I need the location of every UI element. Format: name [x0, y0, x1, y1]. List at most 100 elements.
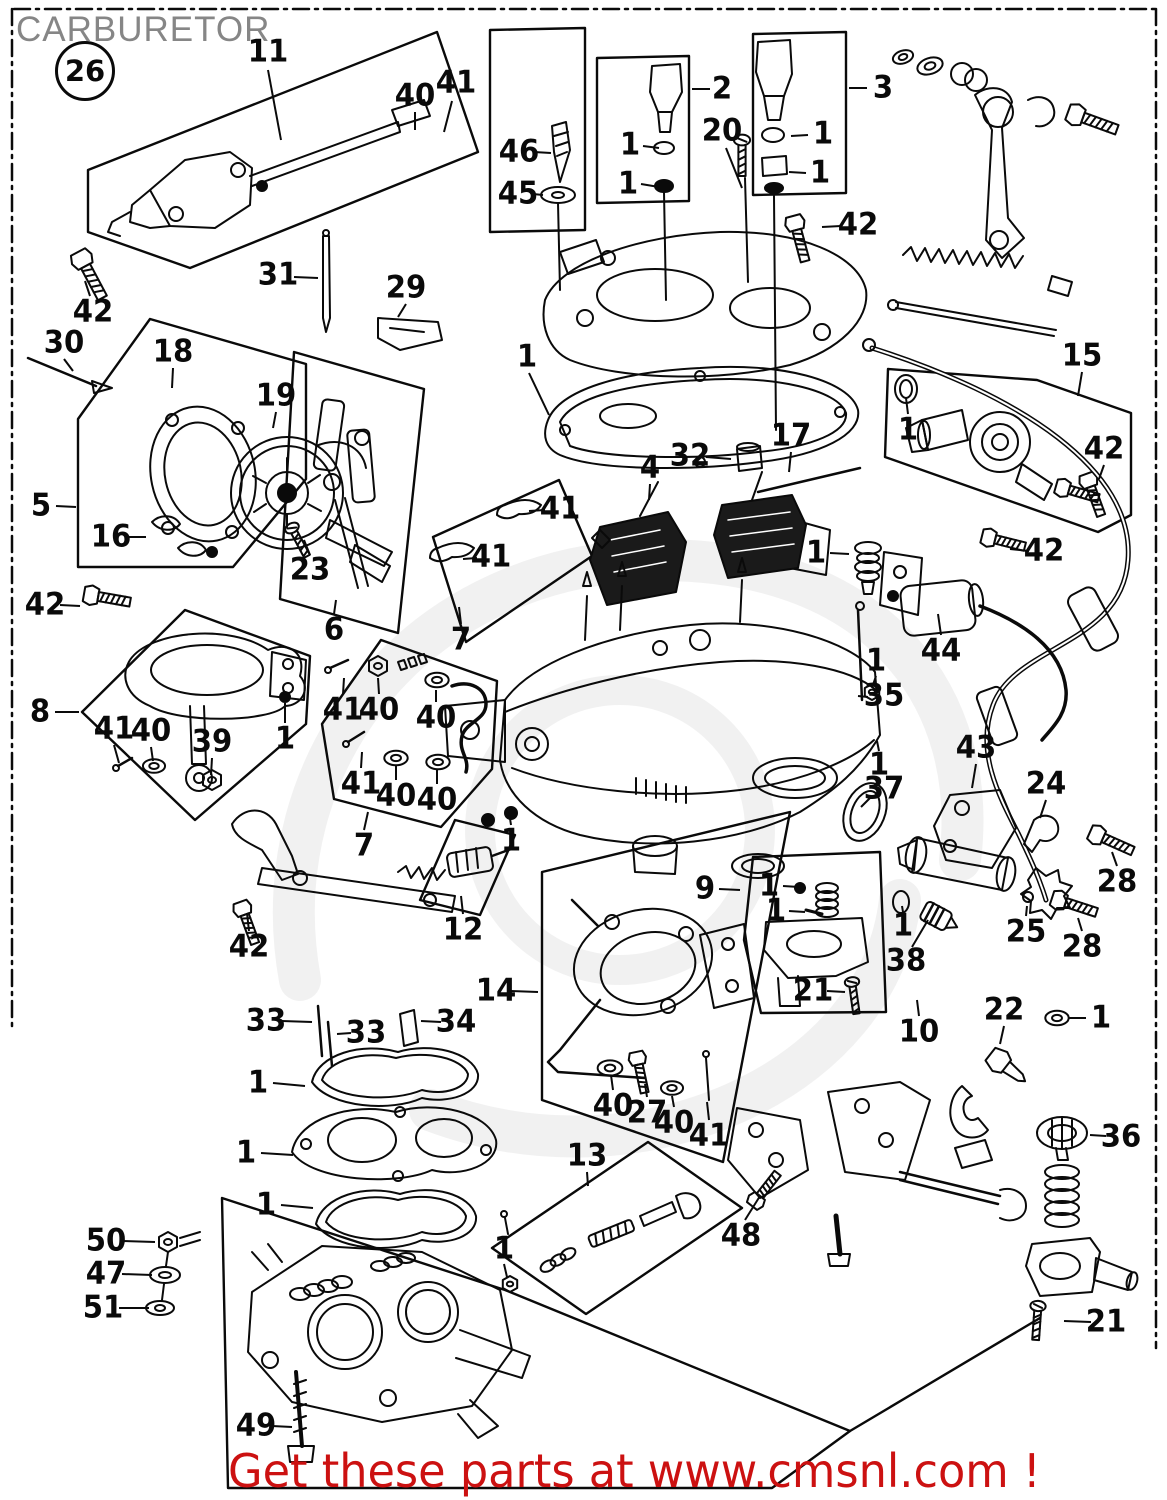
part-number-callout: 1 [274, 720, 296, 757]
part-number-callout: 22 [983, 991, 1025, 1028]
bottom-bracket-drawings [728, 1082, 1026, 1266]
part-number-callout: 41 [340, 765, 382, 802]
part-number-callout: 13 [566, 1137, 608, 1174]
throttle-body-drawing [180, 1232, 530, 1462]
part-number-callout: 51 [82, 1289, 124, 1326]
thermowax-drawing [1026, 1117, 1139, 1342]
part-number-callout: 40 [394, 77, 436, 114]
part-number-callout: 1 [619, 126, 641, 163]
rubber-boot-drawing [855, 542, 881, 594]
part-number-callout: 41 [93, 710, 135, 747]
part-number-callout: 20 [701, 112, 743, 149]
float-and-bracket-drawings [590, 443, 860, 605]
part-number-callout: 33 [245, 1002, 287, 1039]
part-number-callout: 30 [43, 324, 85, 361]
part-number-callout: 42 [24, 586, 66, 623]
small-fasteners-left [28, 230, 442, 561]
carburetor-body-drawing [445, 558, 880, 874]
part-number-callout: 1 [235, 1134, 257, 1171]
diagram-number-badge: 26 [55, 41, 115, 101]
part-number-callout: 23 [289, 551, 331, 588]
part-number-callout: 40 [358, 691, 400, 728]
pump-kit-drawing [732, 854, 868, 1016]
promo-footer-text: Get these parts at www.cmsnl.com ! [228, 1444, 1041, 1498]
part-number-callout: 45 [497, 175, 539, 212]
part-number-callout: 34 [435, 1003, 477, 1040]
part-number-callout: 16 [90, 518, 132, 555]
part-number-callout: 40 [416, 781, 458, 818]
part-number-callout: 41 [688, 1117, 730, 1154]
part-number-callout: 7 [450, 621, 472, 658]
part-number-callout: 4 [639, 449, 661, 486]
choke-plate-drawing [81, 583, 306, 791]
part-number-callout: 42 [1023, 532, 1065, 569]
part-number-callout: 1 [897, 411, 919, 448]
part-number-callout: 1 [865, 642, 887, 679]
part-number-callout: 1 [255, 1186, 277, 1223]
linkage-kit-drawings [325, 500, 541, 772]
part-number-callout: 8 [29, 693, 51, 730]
part-number-callout: 1 [1090, 999, 1112, 1036]
part-number-callout: 1 [516, 338, 538, 375]
part-number-callout: 1 [247, 1064, 269, 1101]
part-number-callout: 9 [694, 870, 716, 907]
part-number-callout: 44 [920, 632, 962, 669]
part-number-callout: 47 [85, 1255, 127, 1292]
needle-and-washer-drawing [541, 122, 575, 290]
part-number-callout: 37 [863, 770, 905, 807]
part-number-callout: 18 [152, 333, 194, 370]
part-number-callout: 28 [1061, 928, 1103, 965]
part-number-callout: 39 [191, 723, 233, 760]
part-number-callout: 21 [792, 972, 834, 1009]
part-number-callout: 19 [255, 377, 297, 414]
part-number-callout: 12 [442, 911, 484, 948]
cable-adjuster-drawing [230, 807, 517, 948]
part-number-callout: 43 [955, 729, 997, 766]
choke-opener-drawing [108, 100, 430, 236]
part-number-callout: 1 [892, 907, 914, 944]
part-number-callout: 40 [653, 1104, 695, 1141]
part-number-callout: 1 [868, 746, 890, 783]
part-number-callout: 33 [345, 1014, 387, 1051]
part-number-callout: 24 [1025, 765, 1067, 802]
part-number-callout: 1 [617, 165, 639, 202]
part-number-callout: 41 [322, 691, 364, 728]
page-border [12, 9, 1160, 1348]
page-title: CARBURETOR [16, 10, 271, 49]
part-number-callout: 21 [1085, 1303, 1127, 1340]
choke-linkage-drawing [313, 399, 390, 588]
part-number-callout: 31 [257, 256, 299, 293]
part-number-callout: 2 [711, 70, 733, 107]
part-number-callout: 41 [470, 538, 512, 575]
part-number-callout: 25 [1005, 913, 1047, 950]
part-number-callout: 29 [385, 269, 427, 306]
part-number-callout: 48 [720, 1217, 762, 1254]
part-number-callout: 5 [30, 487, 52, 524]
cutoff-valve-drawing [895, 375, 1111, 557]
solenoid-valve-drawing [856, 552, 1066, 740]
part-number-callout: 6 [323, 611, 345, 648]
dashpot-and-bracket-drawing [835, 777, 1138, 923]
jet-and-valve-drawings [893, 891, 1070, 1138]
part-number-callout: 1 [493, 1230, 515, 1267]
part-number-callout: 15 [1061, 337, 1103, 374]
part-number-callout: 42 [72, 293, 114, 330]
diagram-number: 26 [64, 54, 106, 88]
part-number-callout: 42 [228, 928, 270, 965]
part-number-callout: 11 [247, 33, 289, 70]
part-number-callout: 1 [758, 867, 780, 904]
part-number-callout: 36 [1100, 1118, 1142, 1155]
part-number-callout: 42 [1083, 430, 1125, 467]
part-number-callout: 40 [130, 712, 172, 749]
throttle-lever-drawing [888, 46, 1122, 336]
part-number-callout: 46 [498, 133, 540, 170]
part-number-callout: 27 [626, 1094, 668, 1131]
power-diaphragm-drawing [548, 895, 754, 1100]
part-number-callout: 40 [375, 777, 417, 814]
part-number-callout: 28 [1096, 863, 1138, 900]
part-number-callout: 49 [235, 1407, 277, 1444]
valve-kit-drawings [650, 40, 816, 430]
part-number-callout: 50 [85, 1222, 127, 1259]
